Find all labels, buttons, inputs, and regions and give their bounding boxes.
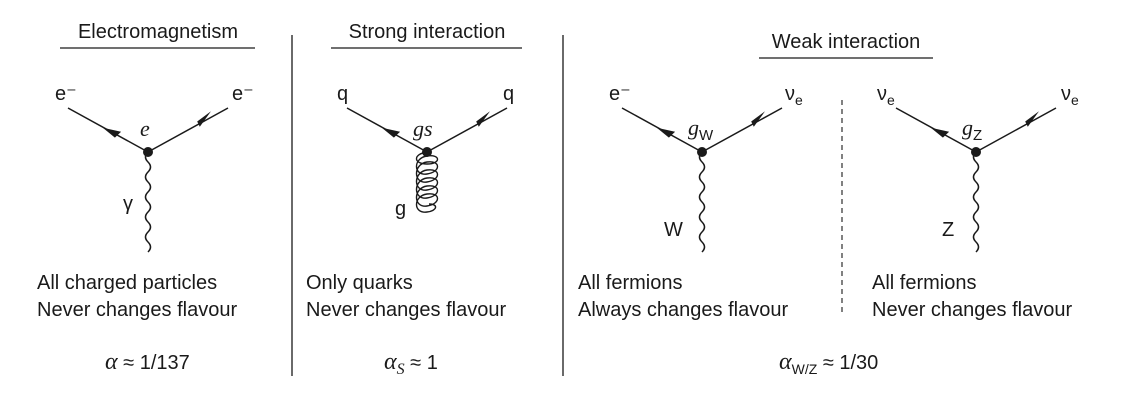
fermion-line-out	[975, 107, 1057, 153]
desc-em-2: Never changes flavour	[37, 299, 237, 321]
strength-em: α ≈ 1/137	[105, 349, 190, 375]
strength-strong-value: ≈ 1	[410, 352, 438, 374]
title-weak: Weak interaction	[772, 31, 921, 53]
title-strong: Strong interaction	[349, 21, 506, 43]
strength-weak-symbol: α	[779, 349, 792, 375]
strength-em-symbol: α	[105, 349, 118, 375]
label-coupling-sub: Z	[973, 127, 982, 144]
label-boson: γ	[123, 193, 133, 215]
vertex-weak-w: e⁻ νe gW W	[609, 83, 803, 253]
fermion-line-out	[426, 107, 508, 153]
label-coupling: gZ	[962, 115, 982, 144]
desc-weak-z-1: All fermions	[872, 272, 976, 294]
fermion-line-out	[147, 107, 229, 153]
desc-weak-w-2: Always changes flavour	[578, 299, 788, 321]
desc-weak-z-2: Never changes flavour	[872, 299, 1072, 321]
label-incoming: e⁻	[609, 83, 631, 105]
vertex-dot	[697, 147, 707, 157]
arrow-head-out	[1025, 111, 1039, 127]
strength-strong: αS ≈ 1	[384, 349, 438, 379]
label-incoming: q	[337, 83, 348, 105]
label-outgoing: νe	[1061, 83, 1079, 108]
strength-strong-symbol: α	[384, 349, 397, 375]
label-outgoing-sub: e	[795, 92, 803, 108]
vertex-dot	[422, 147, 432, 157]
arrow-head-out	[197, 111, 211, 127]
label-coupling: e	[140, 116, 150, 141]
label-incoming-sub: e	[887, 92, 895, 108]
strength-weak: αW/Z ≈ 1/30	[779, 349, 878, 379]
strength-em-value: ≈ 1/137	[123, 352, 190, 374]
label-coupling-main: g	[962, 115, 973, 140]
label-outgoing-sub: e	[1071, 92, 1079, 108]
z-boson-line	[972, 151, 980, 253]
label-outgoing-main: ν	[785, 83, 795, 105]
label-boson: W	[664, 219, 683, 241]
arrow-head-out	[751, 111, 765, 127]
desc-em-1: All charged particles	[37, 272, 217, 294]
label-outgoing: q	[503, 83, 514, 105]
title-electromagnetism: Electromagnetism	[78, 21, 238, 43]
label-incoming-main: ν	[877, 83, 887, 105]
strength-weak-value: ≈ 1/30	[823, 352, 878, 374]
arrow-head-out	[476, 111, 490, 127]
label-outgoing: νe	[785, 83, 803, 108]
label-boson: Z	[942, 219, 954, 241]
vertex-dot	[971, 147, 981, 157]
desc-weak-w-1: All fermions	[578, 272, 682, 294]
label-coupling-main: g	[688, 115, 699, 140]
arrow-head-in	[102, 127, 122, 138]
strength-weak-sub: W/Z	[792, 361, 818, 377]
label-coupling: gW	[688, 115, 714, 144]
label-boson: g	[395, 198, 406, 220]
label-outgoing: e⁻	[232, 83, 254, 105]
arrow-head-in	[381, 127, 401, 138]
arrow-head-in	[656, 127, 676, 138]
fermion-line-out	[701, 107, 783, 153]
label-incoming: e⁻	[55, 83, 77, 105]
label-outgoing-main: ν	[1061, 83, 1071, 105]
vertex-em: e⁻ e⁻ e γ	[55, 83, 254, 253]
vertex-strong: q q gs g	[337, 83, 514, 220]
strength-strong-sub: S	[397, 361, 405, 378]
label-coupling-sub: W	[699, 127, 714, 144]
vertex-dot	[143, 147, 153, 157]
w-boson-line	[698, 151, 706, 253]
label-incoming: νe	[877, 83, 895, 108]
gluon-line	[415, 151, 439, 213]
photon-line	[144, 151, 152, 253]
desc-strong-2: Never changes flavour	[306, 299, 506, 321]
label-coupling: gs	[413, 116, 433, 141]
desc-strong-1: Only quarks	[306, 272, 413, 294]
arrow-head-in	[930, 127, 950, 138]
vertex-weak-z: νe νe gZ Z	[877, 83, 1079, 253]
